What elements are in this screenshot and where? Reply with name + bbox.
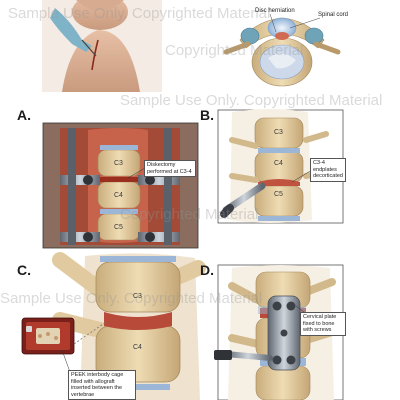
panel-letter-c: C. [17,262,31,278]
vertebra-b-c5: C5 [274,191,283,198]
vertebra-a-c4: C4 [114,192,123,199]
label-endplates: C3-4 endplates decorticated [310,158,346,182]
vertebra-b-c3: C3 [274,129,283,136]
neck-incision-illustration [42,0,162,92]
label-diskectomy: Diskectomy performed at C3-4 [144,160,196,177]
label-spinal-cord: Spinal cord [318,12,349,18]
vertebra-c-c3: C3 [133,293,142,300]
vertebra-a-c3: C3 [114,160,123,167]
vertebra-c-c4: C4 [133,344,142,351]
vertebra-a-c5: C5 [114,224,123,231]
panel-letter-b: B. [200,107,214,123]
vertebra-b-c4: C4 [274,160,283,167]
label-cervical-plate: Cervical plate fixed to bone with screws [300,312,346,336]
label-disc-herniation: Disc herniation [255,8,295,14]
panel-letter-d: D. [200,262,214,278]
panel-a-surgical-field [42,122,199,249]
label-peek-cage: PEEK interbody cage filled with allograf… [68,370,136,400]
vertebra-cross-section [215,0,350,92]
panel-letter-a: A. [17,107,31,123]
